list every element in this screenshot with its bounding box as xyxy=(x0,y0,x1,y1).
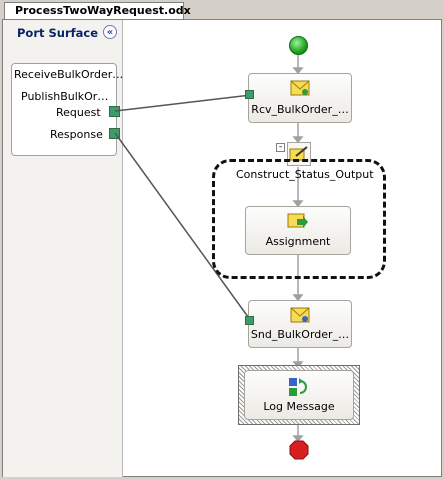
response-link-line xyxy=(114,132,252,322)
send-envelope-icon xyxy=(290,307,310,323)
construct-scope[interactable] xyxy=(212,159,386,279)
start-shape[interactable] xyxy=(289,36,308,55)
request-port-connector[interactable] xyxy=(109,106,120,117)
expression-icon xyxy=(289,378,307,396)
assignment-shape-label: Assignment xyxy=(265,235,331,248)
port-surface-header: Port Surface « xyxy=(3,20,123,46)
request-link-line xyxy=(114,94,252,112)
send-shape-label: Snd_BulkOrder_… xyxy=(250,328,350,341)
document-tab-title: ProcessTwoWayRequest.odx xyxy=(15,4,191,17)
port-request-label: Request xyxy=(56,106,101,119)
send-shape[interactable]: Snd_BulkOrder_… xyxy=(248,300,352,348)
port-name: ReceiveBulkOrder… xyxy=(14,68,124,81)
stop-shape[interactable] xyxy=(289,440,309,460)
receive-envelope-icon xyxy=(290,80,310,96)
port-shape[interactable]: ReceiveBulkOrder… PublishBulkOr… Request… xyxy=(11,63,123,156)
port-response-label: Response xyxy=(50,128,103,141)
assignment-envelope-icon xyxy=(287,213,308,228)
receive-shape-label: Rcv_BulkOrder_… xyxy=(251,103,349,116)
receive-shape[interactable]: Rcv_BulkOrder_… xyxy=(248,73,352,123)
port-surface-pane: Port Surface « ReceiveBulkOrder… Publish… xyxy=(3,20,123,477)
construct-shape-label: Construct_Status_Output xyxy=(236,168,374,181)
send-shape-port-connector[interactable] xyxy=(245,316,254,325)
port-operation: PublishBulkOr… xyxy=(21,90,109,103)
document-tab[interactable]: ProcessTwoWayRequest.odx xyxy=(4,2,191,19)
log-message-shape[interactable]: Log Message xyxy=(244,370,354,420)
flow-lines xyxy=(292,55,304,443)
log-message-shape-label: Log Message xyxy=(263,400,335,413)
collapse-scope-toggle[interactable]: - xyxy=(276,143,285,152)
assignment-shape[interactable]: Assignment xyxy=(245,206,351,255)
collapse-chevron-icon[interactable]: « xyxy=(103,25,117,39)
port-surface-title: Port Surface xyxy=(17,26,99,40)
receive-shape-port-connector[interactable] xyxy=(245,90,254,99)
